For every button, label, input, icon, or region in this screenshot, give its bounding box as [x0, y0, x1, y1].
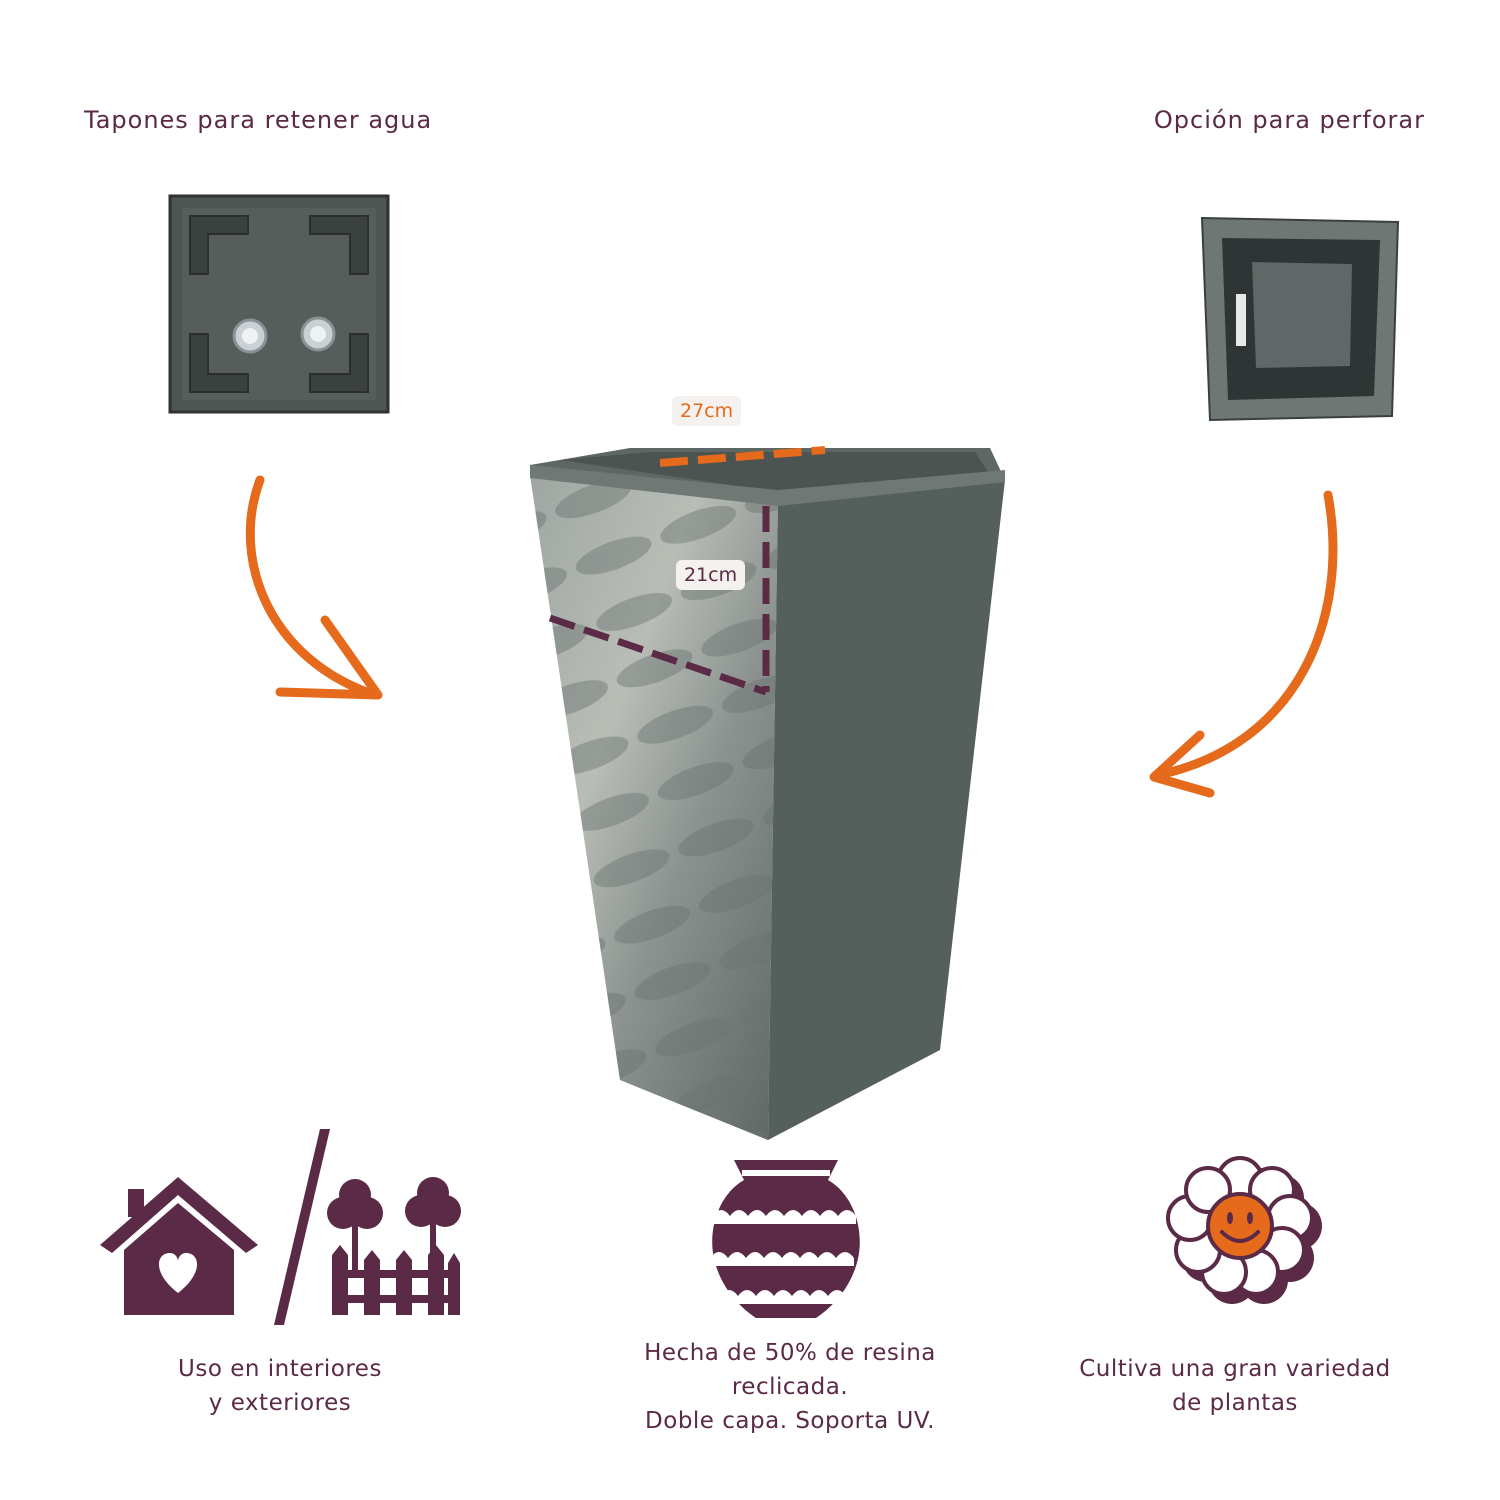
pot-icon — [706, 1156, 866, 1321]
pot-bottom-photo — [168, 194, 390, 414]
top-right-caption: Opción para perforar — [1153, 106, 1425, 134]
feature-indoor-outdoor-text: Uso en interiores y exteriores — [130, 1352, 430, 1420]
house-and-garden-icon — [98, 1125, 463, 1330]
left-arrow-icon — [230, 470, 400, 720]
feature-line: Uso en interiores — [178, 1356, 382, 1382]
feature-line: Cultiva una gran variedad — [1079, 1356, 1391, 1382]
feature-line: y exteriores — [208, 1390, 352, 1416]
top-left-caption: Tapones para retener agua — [84, 106, 433, 134]
feature-material-text: Hecha de 50% de resina reclicada. Doble … — [610, 1336, 970, 1438]
pot-top-photo — [1200, 216, 1400, 422]
feature-line: Hecha de 50% de resina — [644, 1340, 936, 1366]
right-arrow-icon — [1140, 485, 1350, 805]
depth-dimension-label: 21cm — [676, 560, 746, 590]
feature-line: de plantas — [1172, 1390, 1298, 1416]
width-dimension-label: 27cm — [672, 396, 742, 426]
feature-line: Doble capa. Soporta UV. — [645, 1408, 935, 1434]
feature-plants-text: Cultiva una gran variedad de plantas — [1060, 1352, 1410, 1420]
feature-line: reclicada. — [731, 1374, 849, 1400]
flower-icon — [1160, 1152, 1330, 1312]
planter-photo — [520, 430, 1020, 1150]
